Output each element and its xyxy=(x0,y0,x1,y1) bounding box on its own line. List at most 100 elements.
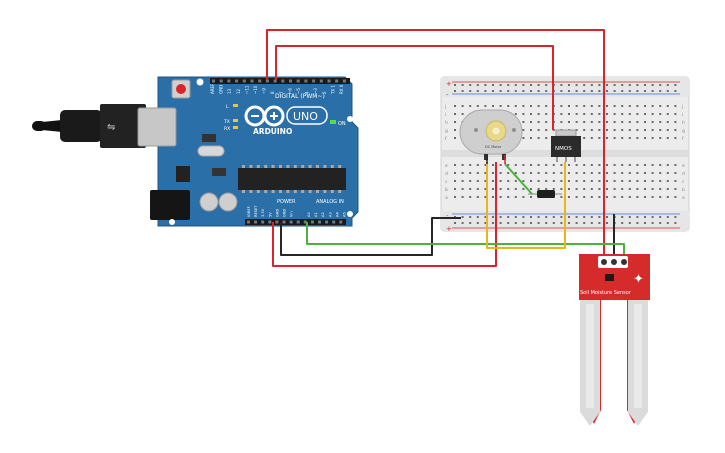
breadboard-hole xyxy=(469,196,472,198)
power-analog-header-pin[interactable] xyxy=(325,220,329,224)
wire-red-5v-to-breadboard[interactable] xyxy=(272,162,497,267)
digital-header-pin[interactable] xyxy=(258,79,262,83)
breadboard-hole xyxy=(484,180,487,182)
breadboard-hole xyxy=(575,164,578,166)
digital-pin-label: ~10 xyxy=(253,85,258,94)
breadboard-hole xyxy=(666,188,669,190)
digital-header-pin[interactable] xyxy=(242,79,246,83)
usb-cable: ⇋ xyxy=(32,104,146,148)
digital-header-pin[interactable] xyxy=(342,79,346,83)
breadboard-hole xyxy=(552,216,555,218)
digital-header-pin[interactable] xyxy=(212,79,215,83)
digital-header-pin[interactable] xyxy=(319,79,323,83)
breadboard-hole xyxy=(530,222,532,224)
breadboard-hole xyxy=(545,84,548,86)
wire-green-analog-to-sensor[interactable] xyxy=(306,222,625,254)
breadboard-row-letter: d xyxy=(445,171,448,177)
power-analog-header-pin[interactable] xyxy=(247,220,250,224)
breadboard-hole xyxy=(537,105,540,107)
wire-green-motor-to-resistor[interactable] xyxy=(504,163,533,195)
chip-leg xyxy=(308,190,312,193)
power-analog-header-pin[interactable] xyxy=(275,220,279,224)
digital-header-pin[interactable] xyxy=(227,79,231,83)
breadboard-row-letter: i xyxy=(682,112,683,118)
breadboard-hole xyxy=(674,216,677,218)
digital-header-pin[interactable] xyxy=(335,79,339,83)
breadboard-hole xyxy=(575,180,578,182)
breadboard-hole xyxy=(568,121,570,123)
analog-pin-label: A1 xyxy=(314,212,318,217)
motor-label: DC Motor xyxy=(485,145,502,149)
wire-black-gnd-to-breadboard[interactable] xyxy=(280,217,461,256)
breadboard-hole xyxy=(507,216,510,218)
dc-motor[interactable]: DC Motor xyxy=(459,109,523,160)
digital-header-pin[interactable] xyxy=(250,79,254,83)
digital-header-pin[interactable] xyxy=(289,79,292,83)
breadboard-hole xyxy=(568,164,570,166)
breadboard-hole xyxy=(628,113,631,115)
breadboard-hole xyxy=(484,196,487,198)
power-analog-header-pin[interactable] xyxy=(303,220,307,224)
breadboard-hole xyxy=(651,129,654,131)
breadboard-hole xyxy=(598,222,601,224)
digital-header-pin[interactable] xyxy=(265,79,269,83)
breadboard-hole xyxy=(651,216,654,218)
power-analog-header-pin[interactable] xyxy=(339,220,343,224)
breadboard-hole xyxy=(575,105,578,107)
breadboard-hole xyxy=(636,90,639,92)
digital-header-pin[interactable] xyxy=(273,79,277,83)
breadboard-hole xyxy=(613,90,616,92)
sensor-pin-sig[interactable] xyxy=(621,259,627,265)
digital-header-pin[interactable] xyxy=(219,79,223,83)
digital-pin-label: GND xyxy=(219,85,224,94)
digital-header-pin[interactable] xyxy=(312,79,316,83)
breadboard-hole xyxy=(469,164,472,166)
breadboard-hole xyxy=(461,196,464,198)
l-led xyxy=(233,104,238,107)
breadboard-hole xyxy=(583,180,586,182)
soil-moisture-sensor[interactable]: ✦ Soil Moisture Sensor xyxy=(579,254,650,426)
wire-red-pin-to-mosfet[interactable] xyxy=(275,45,554,130)
arduino-uno-board[interactable]: ⇋ ARDUINO UNO DIGITAL (PWM~) POWER ANALO… xyxy=(32,76,359,227)
power-analog-header-pin[interactable] xyxy=(254,220,258,224)
reset-button[interactable] xyxy=(176,84,186,94)
digital-header-pin[interactable] xyxy=(327,79,331,83)
digital-header-pin[interactable] xyxy=(304,79,308,83)
breadboard-hole xyxy=(674,121,677,123)
power-analog-header-pin[interactable] xyxy=(261,220,265,224)
sensor-pin-gnd[interactable] xyxy=(611,259,617,265)
resistor[interactable] xyxy=(528,190,562,198)
breadboard-hole xyxy=(537,216,540,218)
power-analog-header-pin[interactable] xyxy=(296,220,300,224)
mounting-hole xyxy=(196,78,204,86)
breadboard-hole xyxy=(666,196,669,198)
power-analog-header-pin[interactable] xyxy=(282,220,286,224)
breadboard-hole xyxy=(674,188,677,190)
breadboard-hole xyxy=(507,105,510,107)
power-analog-header-pin[interactable] xyxy=(318,220,321,224)
power-analog-header-pin[interactable] xyxy=(289,220,293,224)
power-analog-header-pin[interactable] xyxy=(268,220,272,224)
power-analog-header-pin[interactable] xyxy=(332,220,336,224)
usb-plug-head xyxy=(100,104,146,148)
breadboard-hole xyxy=(454,222,456,224)
breadboard-hole xyxy=(530,137,532,139)
wire-yellow-motor-to-mosfet[interactable] xyxy=(486,162,566,249)
on-led xyxy=(330,120,336,124)
breadboard-hole xyxy=(537,84,540,86)
digital-header-pin[interactable] xyxy=(296,79,300,83)
breadboard-hole xyxy=(575,196,578,198)
power-analog-header-pin[interactable] xyxy=(310,220,314,224)
breadboard-hole xyxy=(606,216,608,218)
nmos-transistor[interactable]: NMOS xyxy=(551,129,581,162)
sensor-prong-trace xyxy=(586,304,594,408)
breadboard-hole xyxy=(659,121,662,123)
chip-leg xyxy=(256,190,260,193)
breadboard-hole xyxy=(492,180,494,182)
sensor-pin-vcc[interactable] xyxy=(601,259,607,265)
chip-leg xyxy=(242,165,245,168)
breadboard-hole xyxy=(636,222,639,224)
digital-header-pin[interactable] xyxy=(235,79,239,83)
wire-red-power-to-sensor[interactable] xyxy=(266,29,605,254)
digital-header-pin[interactable] xyxy=(281,79,285,83)
